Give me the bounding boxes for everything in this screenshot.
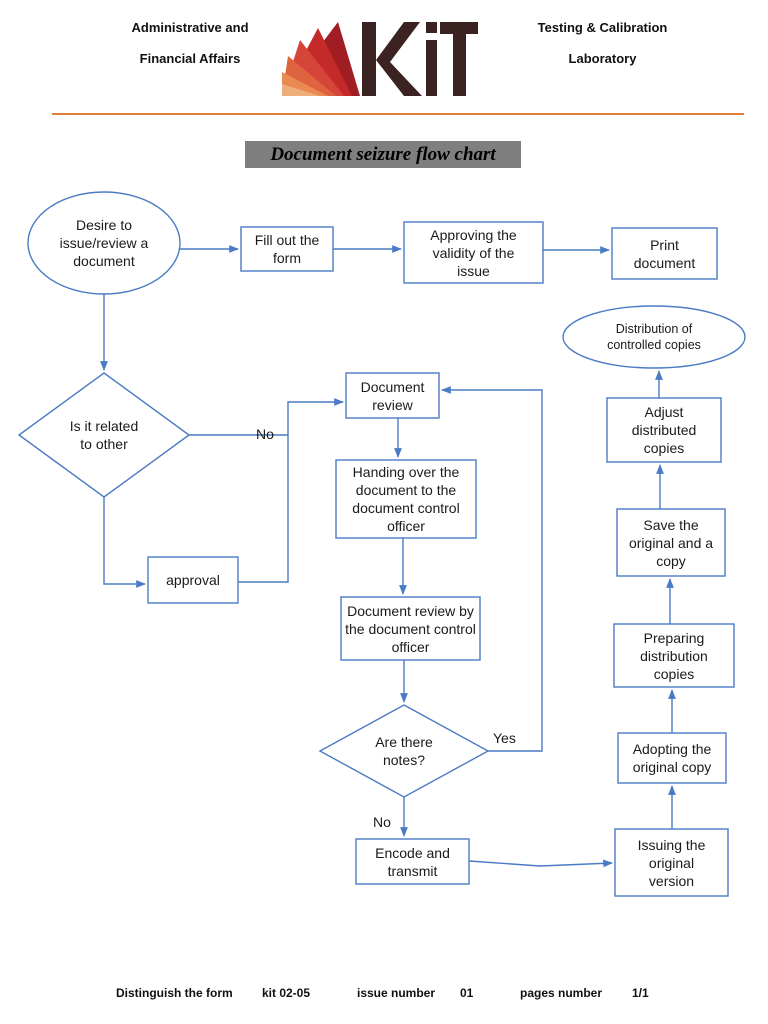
logo-letters [362, 22, 478, 96]
logo-sunburst [282, 22, 360, 96]
kit-logo [282, 22, 478, 96]
edge-related-approval [103, 497, 146, 588]
footer-form-label: Distinguish the form [116, 986, 233, 1000]
node-issuing: Issuing the original version [637, 836, 706, 889]
footer-pages-value: 1/1 [632, 986, 649, 1000]
footer-issue-value: 01 [460, 986, 474, 1000]
node-approval-shape [147, 556, 239, 604]
node-review-by-officer-shape [340, 596, 481, 661]
edge-encode-issuing [468, 859, 613, 868]
node-save: Save the original and a copy [628, 516, 714, 569]
node-adjust-shape [606, 397, 722, 463]
node-adjust: Adjust distributed copies [631, 404, 697, 456]
node-approval: approval [166, 572, 220, 588]
header-left-line2: Financial Affairs [139, 51, 241, 66]
edge-related-no [189, 398, 344, 436]
footer-pages-label: pages number [520, 986, 603, 1000]
node-print: Print document [633, 236, 696, 271]
node-adopting: Adopting the original copy [632, 741, 712, 775]
node-related: Is it related to other [69, 418, 139, 452]
node-distribution: Distribution of controlled copies [607, 322, 701, 352]
node-approving-shape [403, 221, 544, 284]
page-title: Document seizure flow chart [270, 144, 496, 165]
node-notes: Are there notes? [375, 734, 433, 768]
header-left-line1: Administrative and [131, 20, 249, 35]
node-doc-review-shape [345, 372, 440, 419]
edge-approval-review [238, 435, 289, 583]
node-distribution-shape [562, 305, 746, 369]
edge-notes-yes [441, 386, 543, 752]
edge-label-yes-notes: Yes [493, 730, 516, 746]
header-right-line2: Laboratory [568, 51, 637, 66]
footer-issue-label: issue number [357, 986, 436, 1000]
node-fill-form: Fill out the form [254, 232, 320, 266]
node-preparing: Preparing distribution copies [640, 629, 708, 682]
node-doc-review: Document review [360, 378, 425, 413]
node-approving: Approving the validity of the issue [430, 226, 517, 279]
header-rule [52, 113, 744, 115]
node-desire: Desire to issue/review a document [59, 217, 149, 269]
node-save-shape [616, 508, 726, 577]
node-handing-over-shape [335, 459, 477, 539]
header-right-line1: Testing & Calibration [537, 20, 668, 35]
footer-form-code: kit 02-05 [262, 986, 311, 1000]
node-handing-over: Handing over the document to the documen… [352, 464, 460, 534]
title-highlight [245, 141, 521, 168]
edge-label-no-related: No [256, 426, 274, 442]
node-print-shape [611, 227, 718, 280]
node-review-by-officer: Document review by the document control … [345, 602, 476, 655]
node-encode: Encode and transmit [375, 844, 450, 879]
edge-label-no-notes: No [373, 814, 391, 830]
node-preparing-shape [613, 623, 735, 688]
